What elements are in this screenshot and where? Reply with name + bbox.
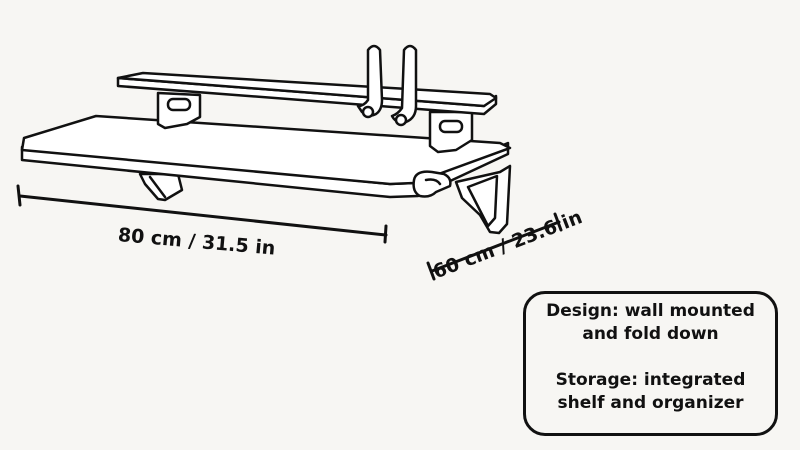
- organizer-hook-left: [356, 44, 384, 117]
- hinge-clamp: [412, 170, 452, 198]
- depth-dimension-line: [426, 212, 563, 281]
- width-dimension-line: [16, 184, 388, 244]
- organizer-hook-right: [390, 44, 418, 124]
- right-bracket: [454, 164, 512, 235]
- feature-info-box: Design: wall mounted and fold down Stora…: [523, 291, 778, 436]
- design-text-line1: Design: wall mounted: [546, 301, 755, 321]
- left-bracket: [138, 172, 184, 202]
- storage-text-line2: shelf and organizer: [557, 393, 744, 413]
- design-text-line2: and fold down: [582, 324, 719, 344]
- storage-text-line1: Storage: integrated: [555, 370, 746, 390]
